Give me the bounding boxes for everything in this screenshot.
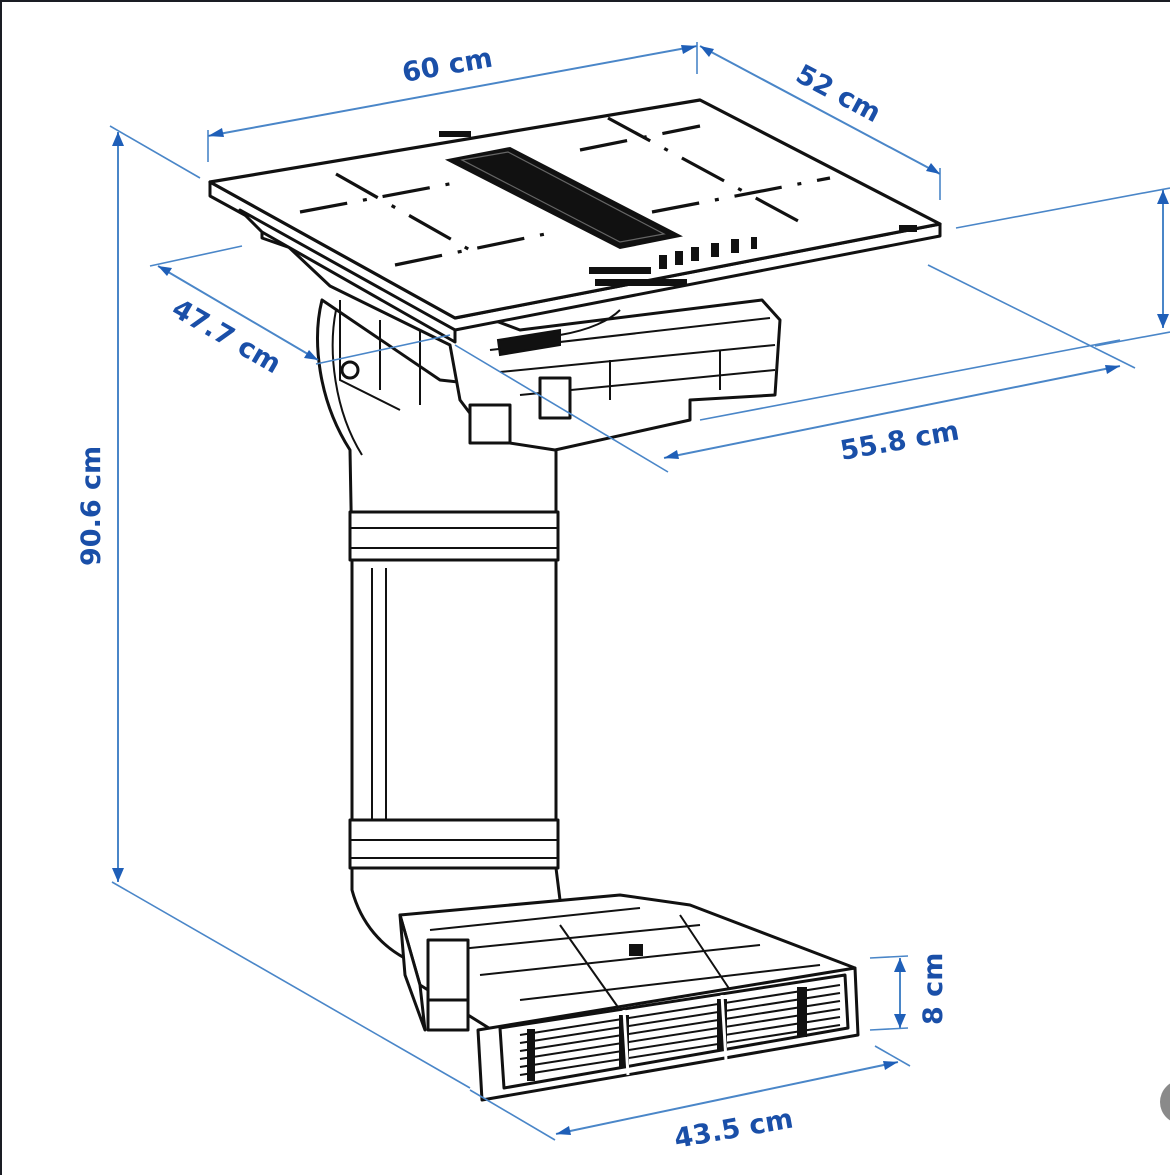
- dimension-lines: [109, 42, 1170, 1141]
- label-vent-width-43-5: 43.5 cm: [672, 1103, 796, 1154]
- label-vent-height-8: 8 cm: [918, 953, 949, 1025]
- plinth-vent-unit: [398, 893, 860, 1102]
- scroll-handle[interactable]: [1160, 1080, 1170, 1124]
- label-height-90-6: 90.6 cm: [76, 446, 107, 566]
- hob-glass-top: [208, 98, 942, 344]
- label-cutout-width-55-8: 55.8 cm: [838, 415, 962, 466]
- label-width-60: 60 cm: [400, 43, 495, 89]
- label-depth-52: 52 cm: [791, 59, 886, 129]
